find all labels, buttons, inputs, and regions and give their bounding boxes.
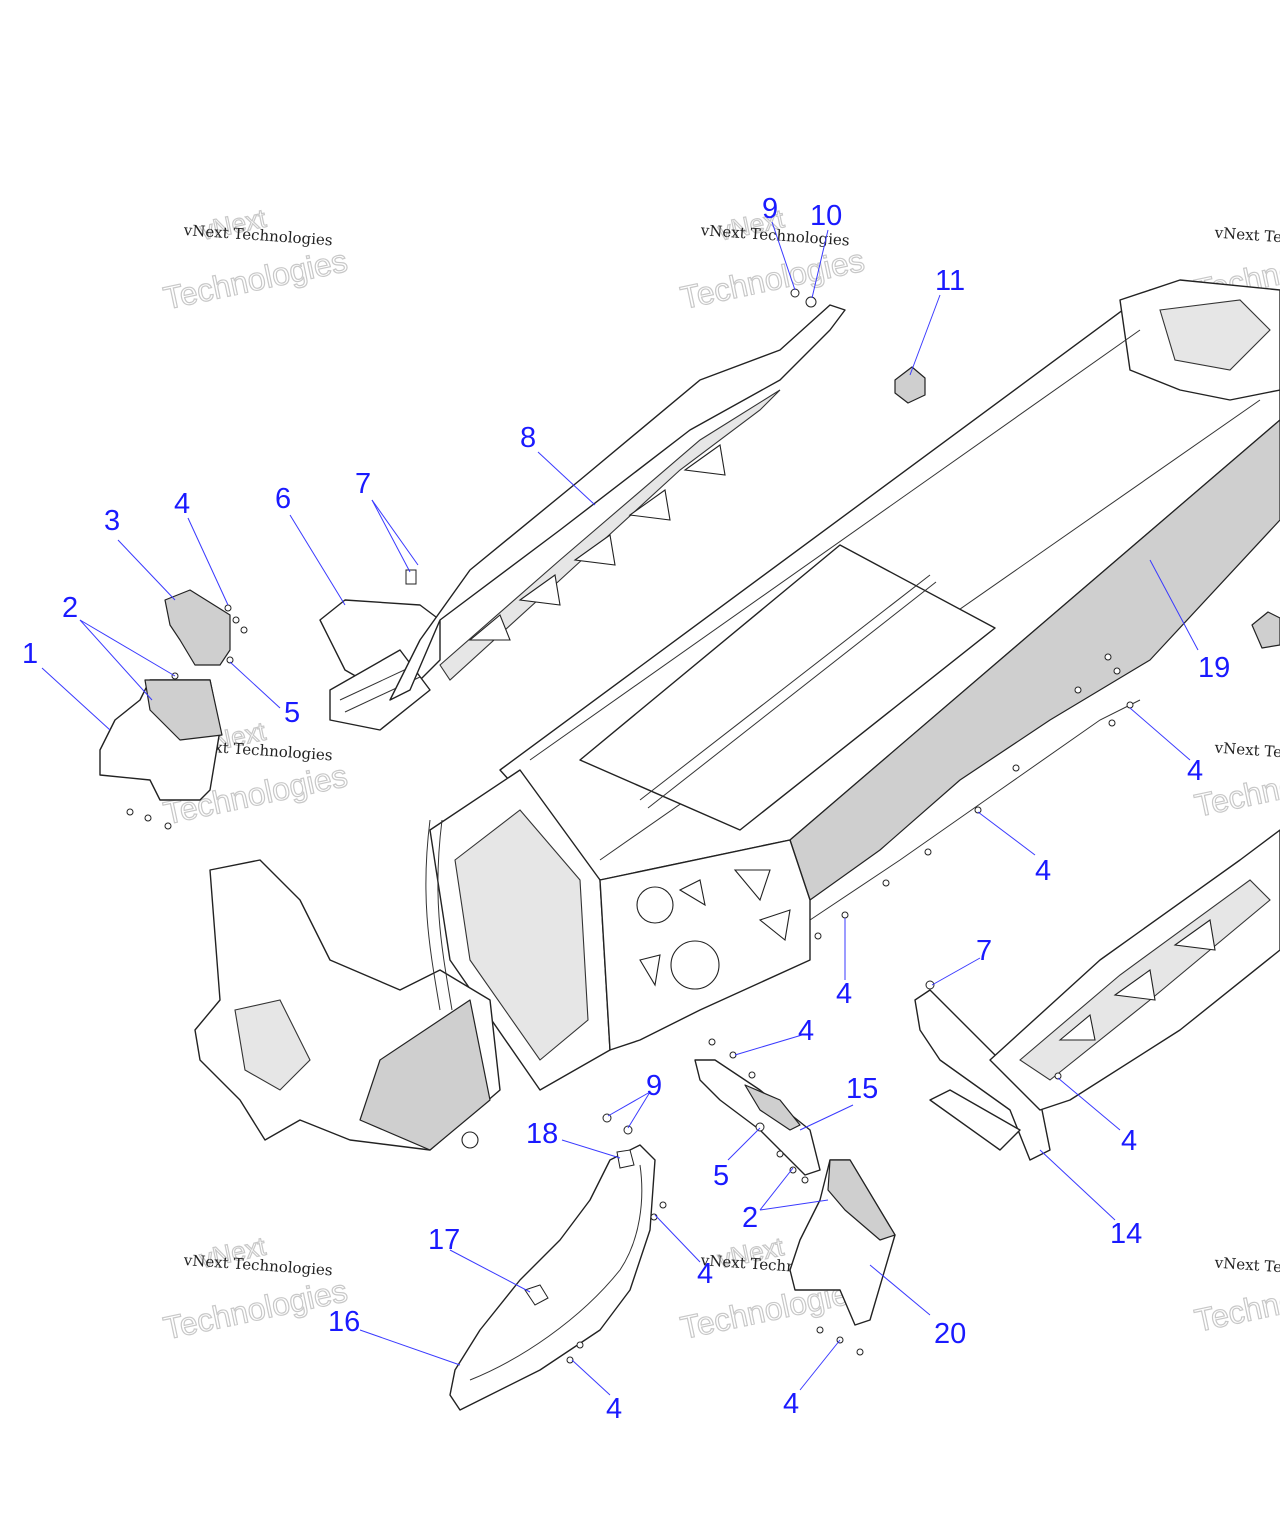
callout-15: 15 [846, 1073, 878, 1105]
callout-4: 4 [697, 1258, 713, 1290]
part-17-clip [524, 1284, 549, 1306]
fastener-7 [405, 569, 417, 585]
grommet-right [1251, 611, 1280, 649]
callout-7: 7 [355, 468, 371, 500]
rear-bumper-cavity [1159, 299, 1271, 371]
leader-lines [41, 221, 1199, 1396]
callout-8: 8 [520, 422, 536, 454]
bulkhead-inner [454, 809, 589, 1061]
washer-10 [805, 296, 817, 308]
callout-4: 4 [798, 1015, 814, 1047]
frame-window [234, 999, 311, 1091]
running-board-grid [439, 389, 781, 681]
chassis-tunnel [194, 279, 1280, 1151]
watermark-text: vNext Technologies [1213, 223, 1280, 251]
fastener-7-right [925, 980, 935, 990]
frame-shaded-face [359, 999, 491, 1151]
tunnel-side-panel [789, 419, 1280, 901]
part-14-running-board [914, 829, 1280, 1161]
watermark-text: vNext Technologies [1213, 1253, 1280, 1281]
callout-10: 10 [810, 200, 842, 232]
bracket-15-shade [744, 1084, 801, 1131]
side-panel-edge [469, 1164, 643, 1381]
callout-17: 17 [428, 1224, 460, 1256]
part-20-toe-guard [789, 1159, 896, 1356]
callout-4: 4 [174, 488, 190, 520]
callout-11: 11 [935, 265, 965, 297]
heat-exchanger-cover [579, 544, 996, 831]
callout-14: 14 [1110, 1218, 1142, 1250]
callout-2: 2 [742, 1202, 758, 1234]
watermark-technologies: Technologies [677, 242, 867, 316]
callout-4: 4 [1035, 855, 1051, 887]
callout-16: 16 [328, 1306, 360, 1338]
right-footrest-bracket [914, 989, 1051, 1161]
watermark-technologies: Technologies [1192, 1265, 1280, 1339]
watermark-text: vNext Technologies [182, 1251, 333, 1279]
part-1-toe-guard [99, 672, 223, 830]
grommet-11 [894, 366, 926, 404]
nut-9 [790, 288, 800, 298]
callout-7: 7 [976, 935, 992, 967]
bracket-15-body [694, 1059, 821, 1176]
hardware-top [405, 288, 1280, 649]
part-15-bracket [694, 1038, 821, 1184]
tunnel-flange [809, 699, 1141, 921]
watermark-text: vNext Technologies [1213, 738, 1280, 766]
callout-19: 19 [1198, 652, 1230, 684]
callout-6: 6 [275, 483, 291, 515]
callout-18: 18 [526, 1118, 558, 1150]
callout-9: 9 [646, 1070, 662, 1102]
steering-tube [425, 819, 441, 1011]
callout-9: 9 [762, 193, 778, 225]
bracket-plate [164, 589, 231, 666]
part-16-side-panel [449, 1113, 667, 1411]
toe-guard-vent-area [144, 679, 223, 741]
callout-3: 3 [104, 505, 120, 537]
watermark-technologies: Technologies [160, 1272, 350, 1346]
toe-guard-20-vents [827, 1159, 896, 1241]
callout-labels: 1 2 3 4 5 6 7 8 9 10 11 19 4 4 4 7 4 15 … [22, 193, 1230, 1425]
callout-20: 20 [934, 1318, 966, 1350]
side-panel-body [449, 1144, 656, 1411]
watermark-bottom-right: vNext Technologies Technologies [1191, 1253, 1280, 1339]
callout-4: 4 [783, 1388, 799, 1420]
callout-4: 4 [606, 1393, 622, 1425]
callout-4: 4 [836, 978, 852, 1010]
right-footrest-step [929, 1089, 1021, 1151]
callout-4: 4 [1121, 1125, 1137, 1157]
callout-1: 1 [22, 638, 38, 670]
watermark-bottom-left: vNext vNext Technologies Technologies [160, 1230, 351, 1347]
watermark-technologies: Technologies [1192, 750, 1280, 824]
watermark-technologies: Technologies [160, 242, 350, 316]
callout-5: 5 [713, 1160, 729, 1192]
part-6-footrest [319, 599, 441, 731]
part-18-clip [616, 1149, 635, 1169]
callout-2: 2 [62, 592, 78, 624]
part-3-bracket [164, 589, 248, 666]
watermark-mid-right: vNext Technologies Technologies [1191, 738, 1280, 824]
callout-4: 4 [1187, 755, 1203, 787]
callout-5: 5 [284, 697, 300, 729]
running-board-frame [389, 304, 846, 701]
watermark-top-left: vNext vNext Technologies Technologies [160, 202, 351, 317]
tunnel-fasteners [814, 653, 1134, 940]
part-8-running-board [389, 304, 846, 701]
